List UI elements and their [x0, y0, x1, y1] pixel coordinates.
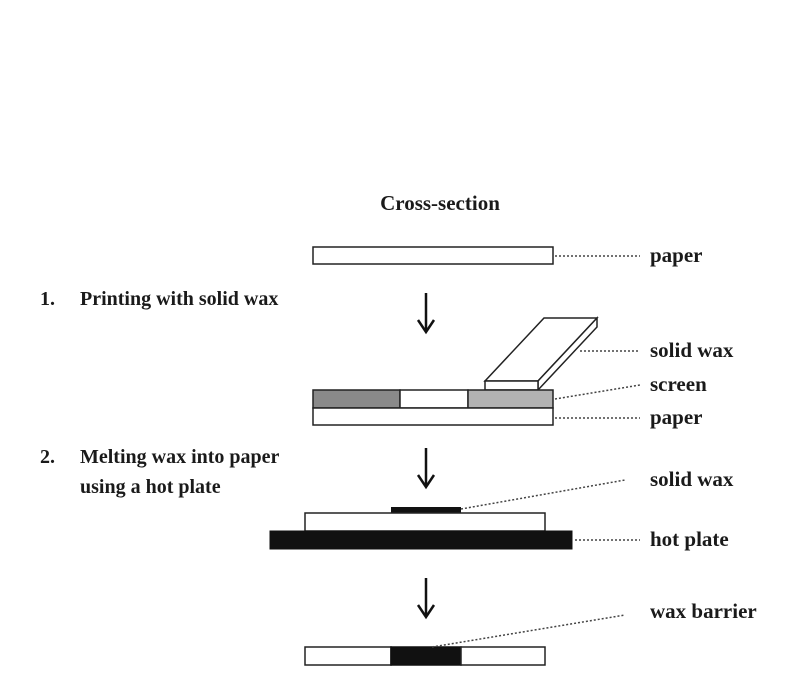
leader-line-solid-wax-2	[460, 479, 626, 510]
hot-plate	[269, 530, 573, 550]
leader-line-wax-barrier	[431, 614, 626, 648]
leader-line-screen	[554, 384, 641, 400]
label-paper-2: paper	[650, 405, 703, 429]
label-hot-plate: hot plate	[650, 527, 729, 551]
down-arrow-icon	[416, 293, 436, 335]
step-1-number: 1.	[40, 288, 55, 310]
paper-strip-top	[312, 246, 554, 265]
down-arrow-icon	[416, 448, 436, 490]
down-arrow-icon	[416, 578, 436, 620]
paper-strip-final-left	[304, 646, 392, 666]
paper-strip-final-right	[460, 646, 546, 666]
label-paper-top: paper	[650, 243, 703, 267]
screen-opening	[399, 389, 469, 409]
wax-barrier	[390, 646, 462, 666]
label-wax-barrier: wax barrier	[650, 599, 757, 623]
solid-wax-block	[483, 316, 599, 392]
diagram-title: Cross-section	[380, 191, 500, 215]
label-screen: screen	[650, 372, 707, 396]
label-solid-wax-2: solid wax	[650, 467, 734, 491]
paper-strip-step-2	[304, 512, 546, 532]
solid-wax-melting	[391, 507, 461, 513]
label-solid-wax-1: solid wax	[650, 338, 734, 362]
paper-strip-step-1	[312, 407, 554, 426]
step-2-text-line-2: using a hot plate	[80, 476, 221, 498]
step-1-text: Printing with solid wax	[80, 288, 278, 310]
step-2-number: 2.	[40, 446, 55, 468]
screen-segment-left	[312, 389, 401, 409]
screen-segment-right	[467, 389, 554, 409]
step-2-text-line-1: Melting wax into paper	[80, 446, 280, 468]
